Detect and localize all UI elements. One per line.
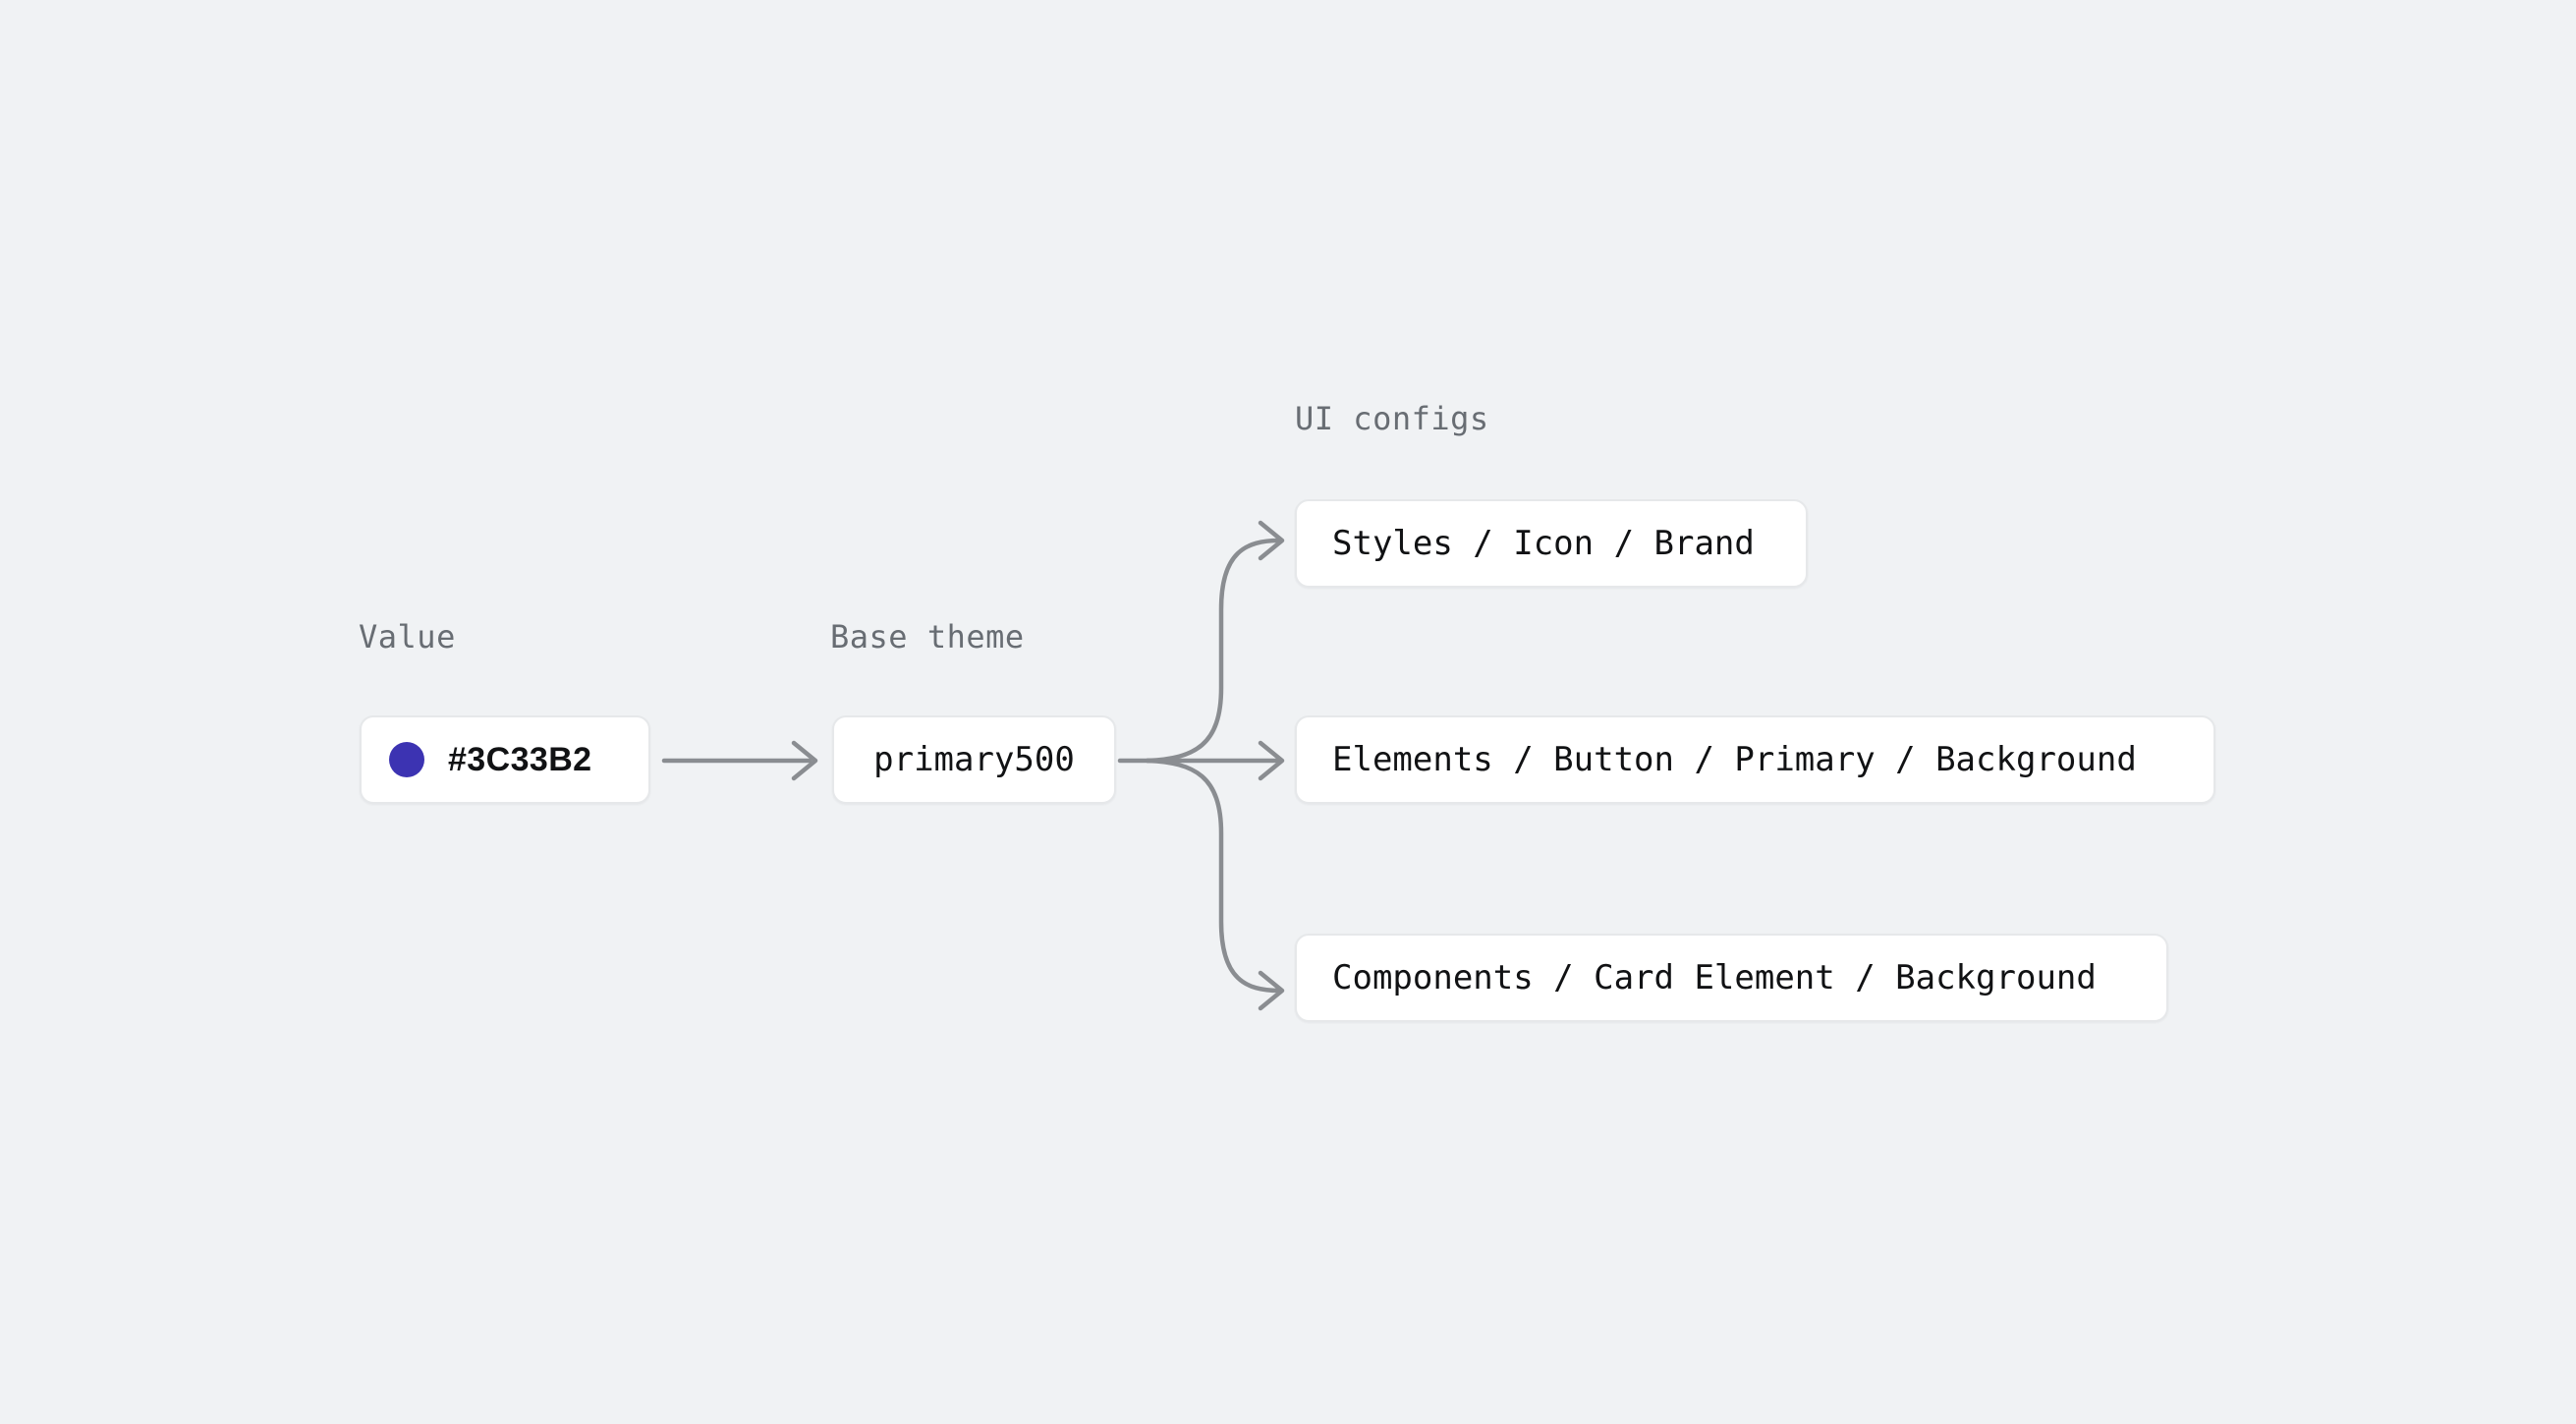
column-label-ui-configs: UI configs xyxy=(1295,400,1489,437)
edge-base-to-config-2 xyxy=(1145,758,1282,994)
node-base-theme-token[interactable]: primary500 xyxy=(832,715,1116,804)
column-label-base-theme: Base theme xyxy=(830,618,1025,655)
node-ui-config-label: Styles / Icon / Brand xyxy=(1332,524,1755,563)
column-label-value: Value xyxy=(359,618,456,655)
node-ui-config-label: Elements / Button / Primary / Background xyxy=(1332,740,2137,779)
edge-value-to-base-arrowhead xyxy=(791,740,818,781)
edge-base-to-config-0-arrowhead xyxy=(1258,520,1285,561)
node-base-theme-label: primary500 xyxy=(873,740,1075,779)
node-value-label: #3C33B2 xyxy=(448,741,592,778)
node-ui-config-elements-button-primary-background[interactable]: Elements / Button / Primary / Background xyxy=(1295,715,2215,804)
edge-base-to-config-1-arrowhead xyxy=(1258,740,1285,781)
color-swatch-icon xyxy=(389,742,424,777)
node-ui-config-label: Components / Card Element / Background xyxy=(1332,958,2097,997)
edge-base-to-config-2-arrowhead xyxy=(1258,970,1285,1011)
node-ui-config-components-card-element-background[interactable]: Components / Card Element / Background xyxy=(1295,934,2168,1022)
node-value-token[interactable]: #3C33B2 xyxy=(360,715,650,804)
node-ui-config-styles-icon-brand[interactable]: Styles / Icon / Brand xyxy=(1295,499,1808,588)
edge-base-to-config-0 xyxy=(1145,538,1282,764)
